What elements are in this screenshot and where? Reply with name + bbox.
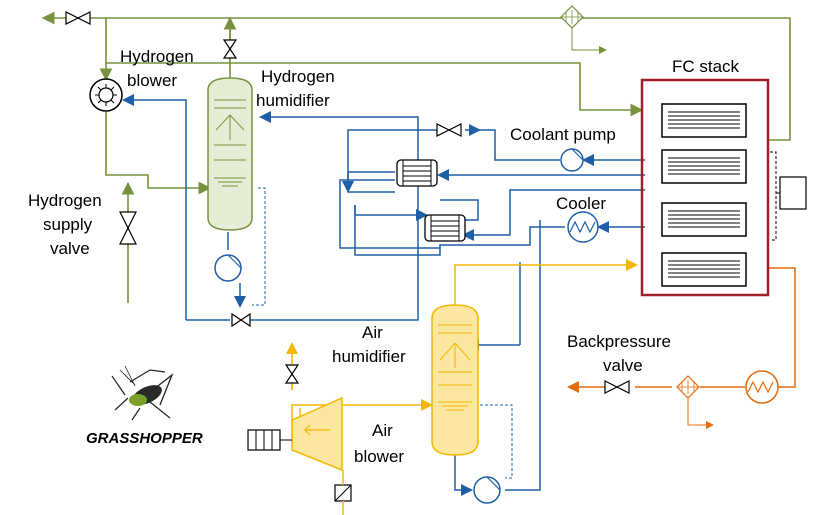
air-humidifier-pump-icon bbox=[473, 476, 501, 504]
air-humidifier bbox=[431, 304, 479, 456]
hydrogen-humidifier-valve bbox=[222, 39, 238, 59]
hydrogen-supply-valve-label-line2: supply bbox=[43, 215, 93, 234]
electrical-load bbox=[779, 176, 807, 210]
air-humidifier-label-line2: humidifier bbox=[332, 347, 406, 366]
coolant-pump-label: Coolant pump bbox=[510, 125, 616, 144]
top-purge-valve bbox=[65, 11, 91, 25]
hydrogen-supply-valve-label-line3: valve bbox=[50, 239, 90, 258]
air-filter-icon bbox=[334, 470, 352, 515]
air-blower-label-line2: blower bbox=[354, 447, 404, 466]
air-humidifier-label-line1: Air bbox=[362, 323, 383, 342]
hydrogen-blower-icon bbox=[89, 78, 123, 112]
valve-icon bbox=[65, 11, 630, 394]
hydrogen-humidifier-label-line1: Hydrogen bbox=[261, 67, 335, 86]
exhaust-lines bbox=[567, 267, 796, 429]
backpressure-valve-label-line2: valve bbox=[603, 356, 643, 375]
fc-stack bbox=[640, 78, 807, 297]
hydrogen-lines bbox=[41, 11, 791, 303]
coolant-bypass-valve bbox=[436, 123, 462, 137]
labels: Hydrogen blower Hydrogen humidifier Hydr… bbox=[28, 47, 740, 466]
hydrogen-supply-valve-label-line1: Hydrogen bbox=[28, 191, 102, 210]
cooler-icon bbox=[567, 211, 599, 243]
heat-exchanger-2 bbox=[424, 214, 466, 242]
backpressure-valve-icon bbox=[604, 380, 630, 394]
hydrogen-blower-label-line1: Hydrogen bbox=[120, 47, 194, 66]
heat-exchanger-1 bbox=[396, 159, 438, 187]
backpressure-valve-label-line1: Backpressure bbox=[567, 332, 671, 351]
motor-icon bbox=[247, 429, 292, 451]
fc-stack-label: FC stack bbox=[672, 57, 740, 76]
air-exhaust-valve bbox=[284, 364, 300, 384]
coolant-lines bbox=[122, 94, 645, 496]
air-blower-label-line1: Air bbox=[372, 421, 393, 440]
hydrogen-blower-label-line2: blower bbox=[127, 71, 177, 90]
hydrogen-humidifier-pump-icon bbox=[214, 254, 242, 282]
three-way-valve bbox=[231, 312, 251, 328]
coolant-pump-icon bbox=[560, 148, 584, 172]
exhaust-filter-icon bbox=[676, 375, 700, 399]
hydrogen-humidifier-label-line2: humidifier bbox=[256, 91, 330, 110]
cooler-label: Cooler bbox=[556, 194, 606, 213]
grasshopper-logo-icon bbox=[111, 365, 174, 421]
fc-stack-cells bbox=[661, 103, 747, 287]
fc-stack-frame bbox=[640, 78, 770, 297]
exhaust-heat-exchanger-icon bbox=[745, 370, 779, 404]
grasshopper-logo-text: GRASSHOPPER bbox=[86, 430, 203, 447]
hydrogen-humidifier bbox=[207, 77, 253, 231]
filter-icon bbox=[560, 5, 584, 29]
hydrogen-supply-valve-icon bbox=[119, 211, 137, 245]
